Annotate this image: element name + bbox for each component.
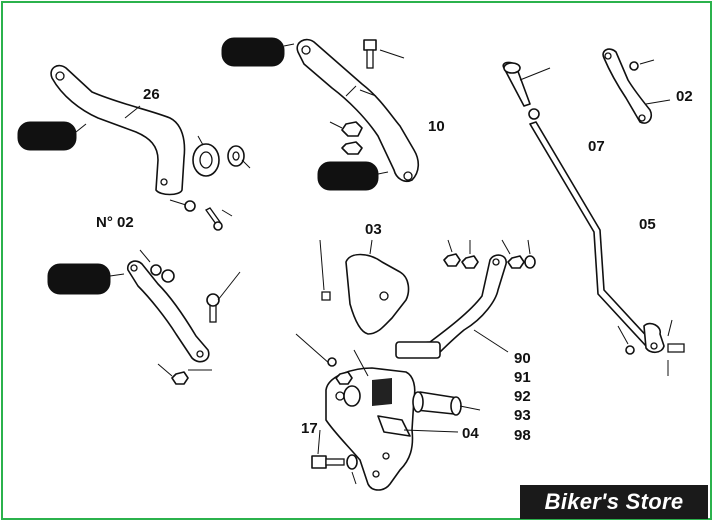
bracket-04 [295,333,459,491]
rubber-peg-10-top [221,37,295,67]
callout-07: 07 [588,138,605,155]
bolt-17 [311,429,358,485]
sleeve-spacer [412,391,481,416]
callout-04: 04 [462,425,479,442]
callout-92: 92 [514,388,531,405]
callout-26: 26 [143,86,160,103]
gear-lever-26 [50,64,186,196]
callout-02-top: 02 [676,88,693,105]
callout-90: 90 [514,350,531,367]
fasteners-no02 [150,264,241,385]
rubber-peg-10-bottom [317,161,389,191]
small-screw-set [169,199,233,231]
bikers-store-watermark: Biker's Store [520,485,708,519]
callout-91: 91 [514,369,531,386]
plate-03 [319,239,410,335]
rubber-peg-26 [17,121,87,151]
spacer-washer [192,135,251,177]
footrest-bracket-10 [296,38,420,183]
rubber-peg-no02 [47,263,125,295]
callout-17: 17 [301,420,318,437]
callout-10: 10 [428,118,445,135]
bolt-10 [363,39,405,69]
linkage-end-02 [602,48,671,124]
shift-lever-no02 [126,249,210,363]
nuts-10 [329,121,363,155]
watermark-text: Biker's Store [544,489,684,514]
callout-93: 93 [514,407,531,424]
callout-no02: N° 02 [96,214,134,231]
shift-rod-05 [502,61,685,376]
footrest-arm-90-98 [395,239,536,359]
callout-98: 98 [514,427,531,444]
callout-05: 05 [639,216,656,233]
callout-03: 03 [365,221,382,238]
